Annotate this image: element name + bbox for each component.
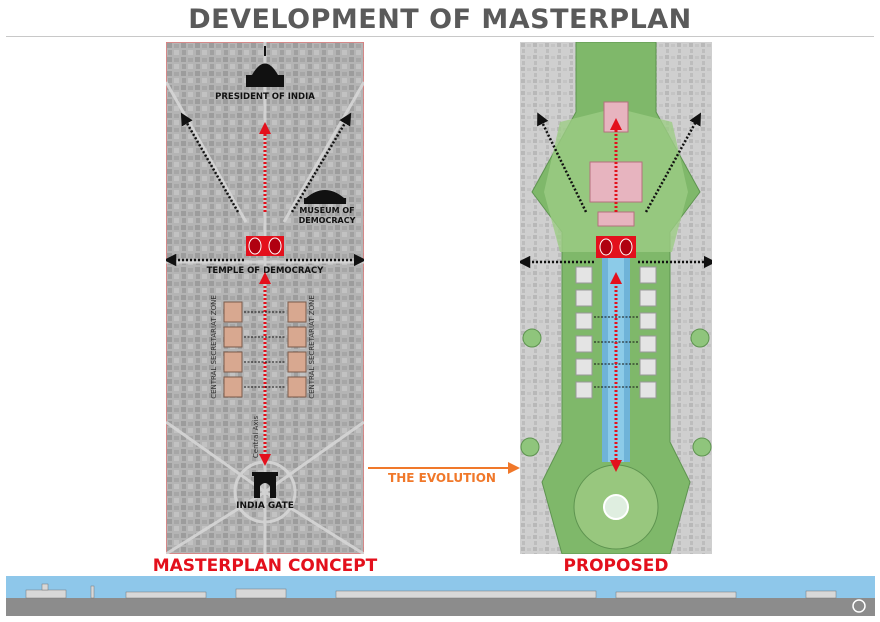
- label-india-gate: INDIA GATE: [236, 501, 294, 511]
- caption-masterplan-concept: MASTERPLAN CONCEPT: [152, 556, 378, 576]
- label-secretariat-left: CENTRAL SECRETARIAT ZONE: [210, 295, 218, 399]
- president-house-icon: [246, 46, 284, 87]
- skyline-elevation: [6, 576, 875, 616]
- parliament-icon: [304, 190, 346, 204]
- label-secretariat-right: CENTRAL SECRETARIAT ZONE: [308, 295, 316, 399]
- evolution-arrow: [368, 462, 520, 474]
- label-central-axis: Central Axis: [252, 416, 260, 459]
- label-temple: TEMPLE OF DEMOCRACY: [207, 266, 325, 276]
- masterplan-concept-map: PRESIDENT OF INDIA MUSEUM OF DEMOCRACY T…: [163, 41, 367, 556]
- proposed-masterplan-map: [517, 41, 717, 555]
- label-museum-2: DEMOCRACY: [299, 216, 356, 225]
- title-divider: [6, 36, 874, 37]
- temple-of-democracy-block: [246, 236, 284, 256]
- compass-icon: [852, 599, 866, 613]
- label-president: PRESIDENT OF INDIA: [215, 92, 315, 102]
- label-museum-1: MUSEUM OF: [299, 206, 354, 215]
- secretariat-blocks: [223, 301, 307, 398]
- page-title: DEVELOPMENT OF MASTERPLAN: [188, 4, 692, 35]
- india-gate-icon: [252, 472, 278, 498]
- evolution-label: THE EVOLUTION: [388, 471, 496, 485]
